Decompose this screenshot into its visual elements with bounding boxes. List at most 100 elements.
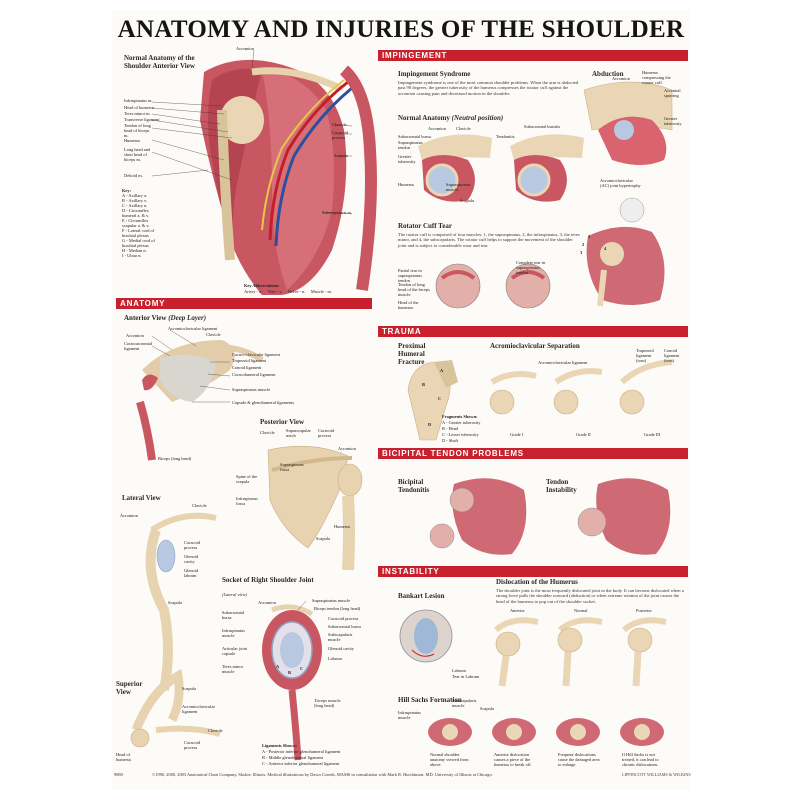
hs-caption: If Hill Sachs is not treated, it can lea… bbox=[622, 752, 659, 767]
dislocation-illustration bbox=[494, 617, 667, 687]
key-item: F - Lateral cord of brachial plexus bbox=[122, 228, 155, 238]
hs-label: Scapula bbox=[480, 706, 494, 711]
key-item: G - Medial cord of brachial plexus bbox=[122, 238, 155, 248]
socket-label: Subacromial bursa bbox=[222, 610, 245, 620]
bankart-heading: Bankart Lesion bbox=[398, 592, 445, 600]
impingement-heading: Impingement Syndrome bbox=[398, 70, 471, 78]
footer-credit: ©1990, 2000, 2003 Anatomical Chart Compa… bbox=[152, 772, 493, 777]
posterior-label: Suprascapular notch bbox=[286, 428, 311, 438]
deep-label: Biceps (long head) bbox=[158, 456, 192, 461]
fracture-heading: Proximal Humeral Fracture bbox=[398, 342, 426, 366]
lateral-label: Acromion bbox=[120, 513, 138, 518]
deep-label: Supraspinatus muscle bbox=[232, 387, 271, 392]
bicipital-tendonitis: Bicipital Tendonitis bbox=[398, 478, 430, 494]
grade-label: Grade I bbox=[510, 432, 524, 437]
impingement-normal-illustration bbox=[418, 134, 645, 223]
rotator-number: 4 bbox=[604, 246, 607, 251]
socket-label: Teres minor muscle bbox=[222, 664, 244, 674]
rotator-label: Complete tear in supraspinatus tendon bbox=[516, 260, 546, 275]
normal-label: Greater tuberosity bbox=[398, 154, 416, 164]
posterior-label: Scapula bbox=[316, 536, 330, 541]
label-clavicle: Clavicle bbox=[332, 122, 347, 127]
superior-heading: Superior View bbox=[116, 680, 143, 696]
label-head-humerus: Head of humerus bbox=[124, 105, 155, 110]
key-item: D - Circumflex humeral a. & v. bbox=[122, 208, 150, 218]
deep-label: Trapezoid ligament bbox=[232, 358, 267, 363]
socket-label: Triceps muscle (long head) bbox=[314, 698, 341, 708]
lateral-label: Clavicle bbox=[192, 503, 207, 508]
socket-label: Labrum bbox=[328, 656, 342, 661]
artery-key: Key: A - Axillary a. B - Axillary v. C -… bbox=[122, 188, 156, 258]
key-item: H - Median n. bbox=[122, 248, 147, 253]
ac-heading: Acromioclavicular Separation bbox=[490, 342, 580, 350]
abbr-list: Artery - a. Vein - v. Nerve - n. Muscle … bbox=[244, 289, 333, 294]
ac-separation-illustration bbox=[489, 359, 673, 415]
socket-letter: A bbox=[276, 664, 280, 669]
label-tendon-long-head: Tendon of long head of biceps m. bbox=[124, 123, 151, 138]
rotator-heading: Rotator Cuff Tear bbox=[398, 222, 452, 230]
rotator-number: 1 bbox=[588, 234, 591, 239]
posterior-label: Infraspinous fossa bbox=[236, 496, 258, 506]
socket-label: Glenoid cavity bbox=[328, 646, 354, 651]
hs-caption: Anterior dislocation causes a piece of t… bbox=[494, 752, 532, 767]
key-item: I - Ulnar n. bbox=[122, 253, 142, 258]
ligament-item: A - Posterior inferior glenohumeral liga… bbox=[262, 749, 341, 754]
ligaments-title: Ligaments Shown: bbox=[262, 743, 298, 748]
rotator-number: 2 bbox=[582, 242, 585, 247]
posterior-label: Acromion bbox=[338, 446, 356, 451]
superior-label: Coracoid process bbox=[184, 740, 201, 750]
anatomy-deep-heading: Anterior View (Deep Layer) bbox=[124, 314, 206, 322]
bicipital-illustration bbox=[429, 478, 671, 555]
position-label: Posterior bbox=[636, 608, 652, 613]
superior-label: Scapula bbox=[182, 686, 196, 691]
label-transverse-lig: Transverse ligament bbox=[124, 117, 160, 122]
key-item: A - Axillary a. bbox=[122, 193, 148, 198]
posterior-scapula-illustration bbox=[267, 445, 363, 571]
section-anatomy: ANATOMY bbox=[116, 298, 372, 309]
superior-label: Acromioclavicular ligament bbox=[182, 704, 215, 714]
fragments-title: Fragments Shown: bbox=[442, 414, 478, 419]
deep-label: Conoid ligament bbox=[232, 365, 262, 370]
normal-label: Humerus bbox=[398, 182, 415, 187]
ligament-item: C - Anterior inferior glenohumeral ligam… bbox=[262, 761, 340, 766]
socket-letter: C bbox=[300, 666, 304, 671]
socket-label: Biceps tendon (long head) bbox=[314, 606, 361, 611]
key-item: E - Circumflex scapular a. & v. bbox=[122, 218, 150, 228]
normal-label: Supraspinatus tendon bbox=[398, 140, 423, 150]
normal-anatomy-heading: Normal Anatomy of the Shoulder Anterior … bbox=[124, 54, 195, 70]
section-impingement: IMPINGEMENT bbox=[378, 50, 688, 61]
socket-label: Subscapularis muscle bbox=[328, 632, 353, 642]
deep-label: Coraco-clavicular ligament bbox=[232, 352, 280, 357]
abbr-title: Key Abbreviations bbox=[244, 283, 279, 288]
poster-title: ANATOMY AND INJURIES OF THE SHOULDER bbox=[117, 16, 685, 43]
section-trauma: TRAUMA bbox=[378, 326, 688, 337]
rotator-label: Partial tear in supraspinatus tendon bbox=[398, 268, 422, 283]
posterior-label: Spine of the scapula bbox=[236, 474, 258, 484]
ac-label: Acromioclavicular ligament bbox=[538, 360, 588, 365]
fracture-illustration bbox=[407, 360, 458, 441]
grade-label: Grade III bbox=[644, 432, 661, 437]
posterior-label: Clavicle bbox=[260, 430, 275, 435]
rotator-label: Tendon of long head of the biceps muscle bbox=[398, 282, 430, 297]
label-deltoid: Deltoid m. bbox=[124, 173, 143, 178]
superior-label: Clavicle bbox=[208, 728, 223, 733]
ligament-item: B - Middle glenohumeral ligament bbox=[262, 755, 323, 760]
section-instability: INSTABILITY bbox=[378, 566, 688, 577]
anatomy-deep-title: Anterior View bbox=[124, 314, 167, 322]
label-scapula: Scapula bbox=[334, 153, 348, 158]
lateral-scapula-illustration bbox=[145, 512, 217, 691]
bankart-illustration bbox=[399, 609, 453, 663]
label-subscapularis: Subscapularis m. bbox=[322, 210, 352, 215]
socket-label: Articular joint capsule bbox=[222, 646, 247, 656]
fragment-item: C - Lesser tuberosity bbox=[442, 432, 479, 437]
posterior-heading: Posterior View bbox=[260, 418, 304, 426]
hs-label: Infraspinatus muscle bbox=[398, 710, 421, 720]
key-title: Key: bbox=[122, 188, 132, 193]
socket-label: Acromion bbox=[258, 600, 276, 605]
normal-label: Tendonitis bbox=[496, 134, 515, 139]
bankart-label: Labrum bbox=[452, 668, 466, 673]
deep-label: Acromion bbox=[126, 333, 144, 338]
rotator-cuff-illustration bbox=[435, 226, 665, 309]
fracture-letter: D bbox=[428, 422, 432, 427]
fracture-letter: A bbox=[440, 368, 444, 373]
